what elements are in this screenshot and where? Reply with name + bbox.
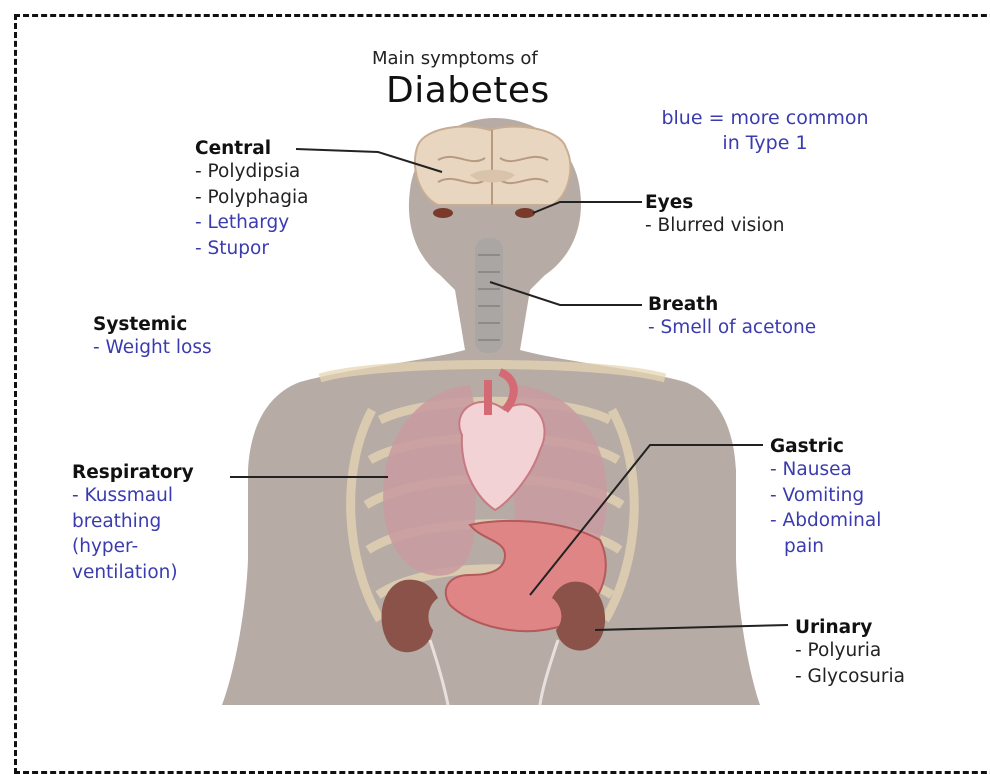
systemic-item: - Weight loss <box>93 335 212 361</box>
central-group: Central - Polydipsia - Polyphagia - Leth… <box>195 138 308 261</box>
eyes-heading: Eyes <box>645 192 785 213</box>
central-item: - Polydipsia <box>195 159 308 185</box>
respiratory-item: (hyper- <box>72 534 194 560</box>
breath-heading: Breath <box>648 294 816 315</box>
respiratory-item: - Kussmaul <box>72 483 194 509</box>
respiratory-item: ventilation) <box>72 560 194 586</box>
systemic-group: Systemic - Weight loss <box>93 314 212 361</box>
urinary-group: Urinary - Polyuria - Glycosuria <box>795 617 905 689</box>
breath-item: - Smell of acetone <box>648 315 816 341</box>
systemic-heading: Systemic <box>93 314 212 335</box>
gastric-heading: Gastric <box>770 436 881 457</box>
breath-group: Breath - Smell of acetone <box>648 294 816 341</box>
gastric-item: - Vomiting <box>770 483 881 509</box>
urinary-item: - Polyuria <box>795 638 905 664</box>
legend: blue = more common in Type 1 <box>614 106 916 156</box>
central-heading: Central <box>195 138 308 159</box>
legend-line-2: in Type 1 <box>614 131 916 156</box>
respiratory-item: breathing <box>72 509 194 535</box>
gastric-item: - Abdominal <box>770 508 881 534</box>
urinary-heading: Urinary <box>795 617 905 638</box>
gastric-item: pain <box>770 534 881 560</box>
brain-icon <box>415 126 570 205</box>
respiratory-heading: Respiratory <box>72 462 194 483</box>
eyes-item: - Blurred vision <box>645 213 785 239</box>
title-small: Main symptoms of <box>372 48 538 69</box>
respiratory-group: Respiratory - Kussmaul breathing (hyper-… <box>72 462 194 585</box>
legend-line-1: blue = more common <box>614 106 916 131</box>
trachea-icon <box>475 238 503 353</box>
central-item: - Lethargy <box>195 210 308 236</box>
eyes-group: Eyes - Blurred vision <box>645 192 785 239</box>
central-item: - Polyphagia <box>195 185 308 211</box>
gastric-group: Gastric - Nausea - Vomiting - Abdominal … <box>770 436 881 559</box>
title-big: Diabetes <box>386 70 550 111</box>
right-eye-icon <box>515 208 535 218</box>
urinary-item: - Glycosuria <box>795 664 905 690</box>
left-eye-icon <box>433 208 453 218</box>
central-item: - Stupor <box>195 236 308 262</box>
gastric-item: - Nausea <box>770 457 881 483</box>
